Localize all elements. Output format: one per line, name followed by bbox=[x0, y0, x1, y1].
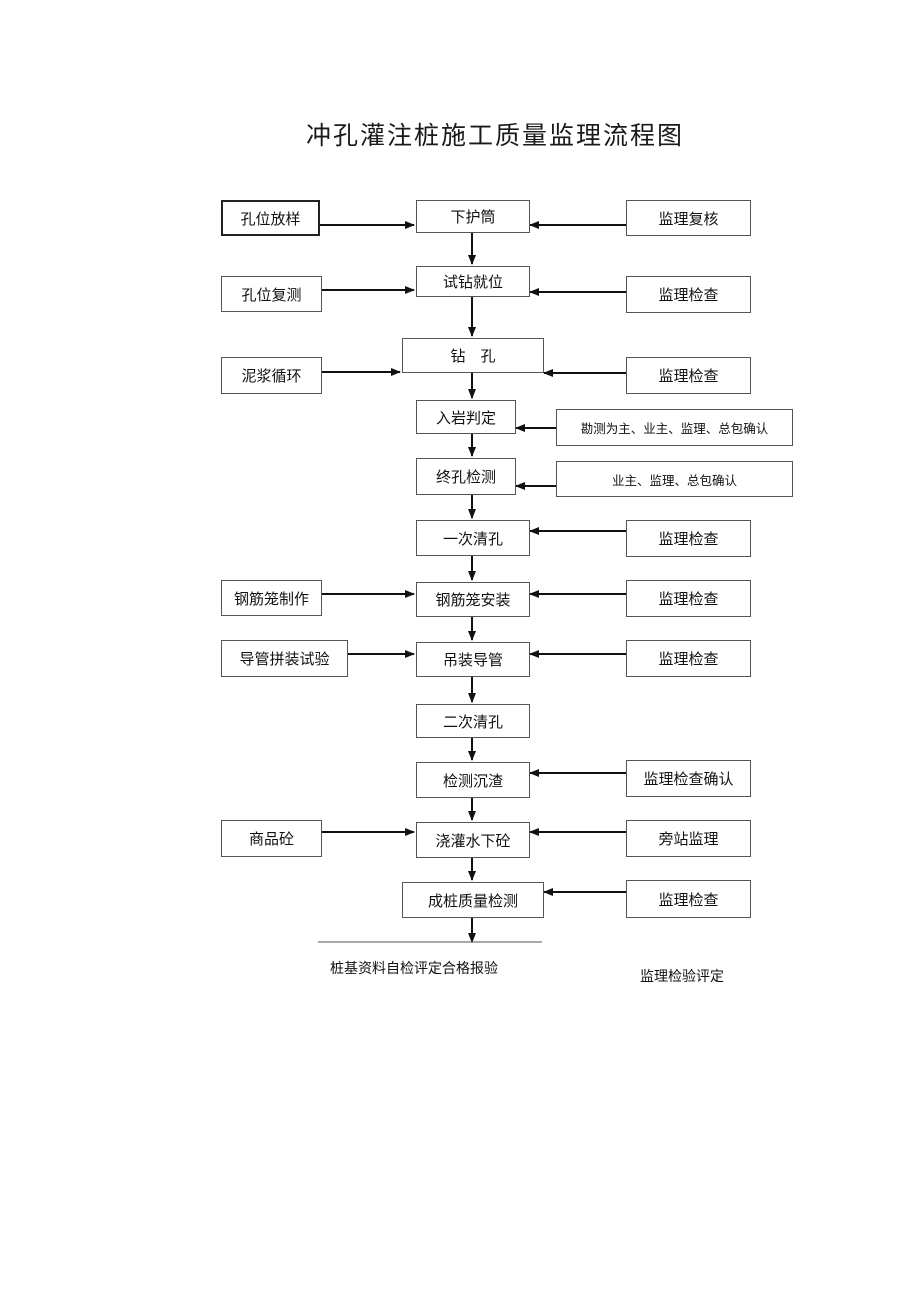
step-rock-entry: 入岩判定 bbox=[416, 400, 516, 434]
step-sediment-check: 检测沉渣 bbox=[416, 762, 530, 798]
right-supervision-check-6: 监理检查 bbox=[626, 880, 751, 918]
step-pile-quality-test: 成桩质量检测 bbox=[402, 882, 544, 918]
right-supervision-check-2: 监理检查 bbox=[626, 357, 751, 394]
left-tremie-test: 导管拼装试验 bbox=[221, 640, 348, 677]
right-supervision-check-4: 监理检查 bbox=[626, 580, 751, 617]
right-supervision-check-1: 监理检查 bbox=[626, 276, 751, 313]
step-underwater-pour: 浇灌水下砼 bbox=[416, 822, 530, 858]
right-supervision-check-5: 监理检查 bbox=[626, 640, 751, 677]
right-onsite-supervision: 旁站监理 bbox=[626, 820, 751, 857]
left-ready-mix-concrete: 商品砼 bbox=[221, 820, 322, 857]
left-hole-layout: 孔位放样 bbox=[221, 200, 320, 236]
right-survey-confirm: 勘测为主、业主、监理、总包确认 bbox=[556, 409, 793, 446]
page-title: 冲孔灌注桩施工质量监理流程图 bbox=[305, 121, 684, 150]
step-drilling: 钻 孔 bbox=[402, 338, 544, 373]
step-lower-casing: 下护筒 bbox=[416, 200, 530, 233]
step-tremie-hoist: 吊装导管 bbox=[416, 642, 530, 677]
footer-self-check-report: 桩基资料自检评定合格报验 bbox=[330, 961, 498, 977]
left-slurry-circulation: 泥浆循环 bbox=[221, 357, 322, 394]
right-owner-confirm: 业主、监理、总包确认 bbox=[556, 461, 793, 497]
step-first-cleaning: 一次清孔 bbox=[416, 520, 530, 556]
footer-supervision-evaluation: 监理检验评定 bbox=[640, 969, 724, 985]
left-cage-fabrication: 钢筋笼制作 bbox=[221, 580, 322, 616]
right-supervision-review: 监理复核 bbox=[626, 200, 751, 236]
right-supervision-check-3: 监理检查 bbox=[626, 520, 751, 557]
step-cage-install: 钢筋笼安装 bbox=[416, 582, 530, 617]
right-supervision-confirm: 监理检查确认 bbox=[626, 760, 751, 797]
left-hole-recheck: 孔位复测 bbox=[221, 276, 322, 312]
step-trial-drill: 试钻就位 bbox=[416, 266, 530, 297]
step-final-hole-check: 终孔检测 bbox=[416, 458, 516, 495]
step-second-cleaning: 二次清孔 bbox=[416, 704, 530, 738]
